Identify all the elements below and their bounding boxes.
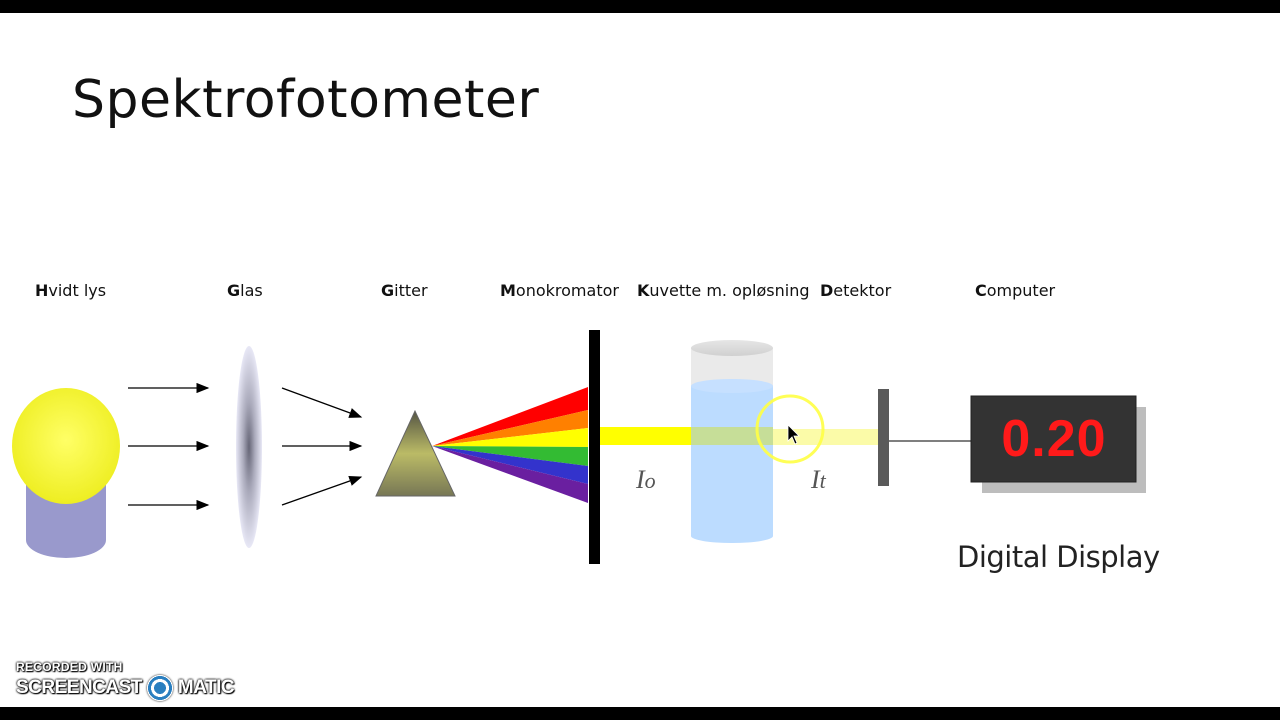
digital-display-screen [970,395,1137,483]
label-cuvette-initial: K [637,281,650,300]
watermark-brand-left: SCREENCAST [16,677,142,698]
monochromator-slit [589,330,600,564]
cuvette-bottom [691,529,773,543]
transmitted-intensity-label: It [811,465,826,495]
transmitted-beam [773,429,878,445]
lamp-light-arrows [128,382,210,511]
cuvette [691,340,773,543]
watermark-recorded-with: RECORDED WITH [16,660,123,674]
label-cuvette: Kuvette m. opløsning [637,281,810,300]
transmitted-intensity-symbol: I [811,465,820,494]
label-detector-initial: D [820,281,834,300]
label-computer: Computer [975,281,1055,300]
glass-lens [236,346,262,548]
arrow-converge-icon [281,387,363,418]
cuvette-solution [691,386,773,536]
arrow-converge-icon [281,476,363,506]
light-source-lamp [12,388,120,558]
label-white-light-text: vidt lys [48,281,107,300]
spectrum-violet [432,446,588,503]
screencast-logo-icon [146,675,173,701]
label-glass-initial: G [227,281,241,300]
label-detector-text: etektor [833,281,892,300]
label-grating-text: itter [394,281,428,300]
detector-plate [878,389,889,486]
spectrum-orange [432,410,588,446]
display-caption: Digital Display [957,540,1160,574]
label-white-light: Hvidt lys [35,281,106,300]
cursor-highlight-ring [755,394,825,464]
label-computer-text: omputer [986,281,1056,300]
spectrum-yellow [432,428,588,447]
label-computer-initial: C [975,281,987,300]
label-glass-text: las [240,281,263,300]
transmitted-intensity-subscript: t [819,468,826,493]
lamp-bulb [12,388,120,504]
incident-intensity-symbol: I [636,465,645,494]
label-detector: Detektor [820,281,891,300]
lens-light-arrows [281,387,363,506]
spectrum-red [432,387,588,446]
cuvette-solution-surface [691,379,773,393]
beam-through-solution [691,427,773,445]
label-monochromator: Monokromator [500,281,619,300]
label-monochromator-initial: M [500,281,516,300]
bottom-letterbox-bar [0,707,1280,720]
screencast-watermark: RECORDED WITH SCREENCAST MATIC [16,660,235,701]
label-grating: Gitter [381,281,428,300]
cuvette-rim [691,340,773,356]
grating-prism [375,409,456,497]
slide-title: Spektrofotometer [72,70,540,130]
label-cuvette-text: uvette m. opløsning [649,281,810,300]
label-monochromator-text: onokromator [515,281,619,300]
label-grating-initial: G [381,281,395,300]
label-glass: Glas [227,281,263,300]
spectrum-fan [432,387,588,503]
top-letterbox-bar [0,0,1280,13]
incident-intensity-label: Io [636,465,656,495]
watermark-brand: SCREENCAST MATIC [16,675,235,701]
incident-intensity-subscript: o [644,468,656,493]
label-white-light-initial: H [35,281,49,300]
mouse-cursor-icon [787,424,800,445]
monochromatic-beam [598,427,696,445]
watermark-brand-right: MATIC [177,677,235,698]
display-reading: 0.20 [1001,410,1107,468]
